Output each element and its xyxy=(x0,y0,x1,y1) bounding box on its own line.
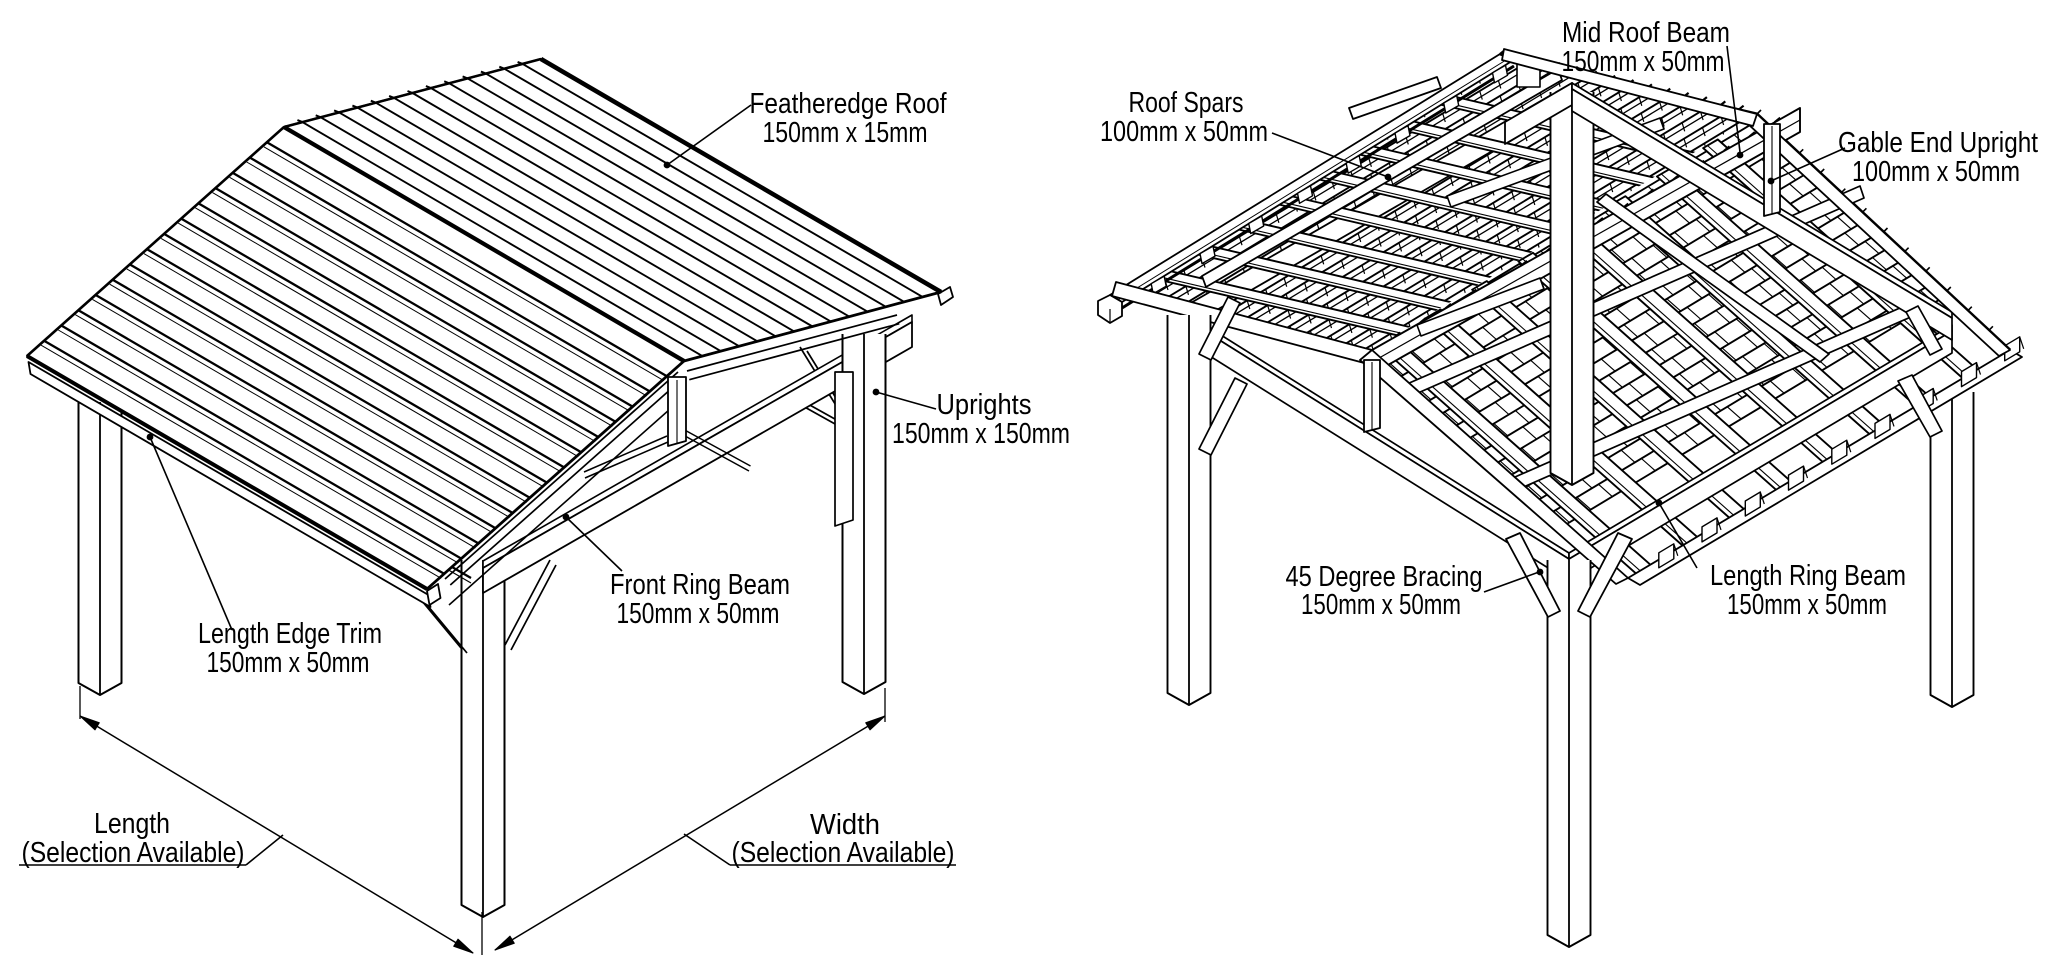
svg-text:45 Degree Bracing: 45 Degree Bracing xyxy=(1286,561,1483,593)
svg-text:Length Ring Beam: Length Ring Beam xyxy=(1710,560,1906,592)
svg-text:Front Ring Beam: Front Ring Beam xyxy=(610,569,790,601)
svg-text:100mm x 50mm: 100mm x 50mm xyxy=(1852,156,2020,188)
svg-text:Width: Width xyxy=(810,809,880,841)
svg-text:(Selection Available): (Selection Available) xyxy=(732,837,955,869)
svg-text:150mm x 150mm: 150mm x 150mm xyxy=(892,418,1070,450)
svg-text:Featheredge Roof: Featheredge Roof xyxy=(750,88,947,120)
svg-text:Mid Roof Beam: Mid Roof Beam xyxy=(1562,17,1730,49)
svg-text:150mm x 50mm: 150mm x 50mm xyxy=(1301,589,1461,621)
svg-text:150mm x 50mm: 150mm x 50mm xyxy=(1727,589,1887,621)
svg-text:Length: Length xyxy=(94,808,170,840)
svg-text:Gable End Upright: Gable End Upright xyxy=(1838,127,2038,159)
svg-text:150mm x 50mm: 150mm x 50mm xyxy=(617,598,780,630)
svg-text:150mm x 15mm: 150mm x 15mm xyxy=(763,117,928,149)
svg-text:(Selection Available): (Selection Available) xyxy=(22,837,245,869)
svg-text:100mm x 50mm: 100mm x 50mm xyxy=(1100,116,1268,148)
svg-text:Uprights: Uprights xyxy=(937,389,1032,421)
svg-text:150mm x 50mm: 150mm x 50mm xyxy=(207,647,370,679)
svg-text:150mm x 50mm: 150mm x 50mm xyxy=(1562,46,1725,78)
svg-text:Roof Spars: Roof Spars xyxy=(1129,87,1244,119)
svg-text:Length Edge Trim: Length Edge Trim xyxy=(198,618,382,650)
